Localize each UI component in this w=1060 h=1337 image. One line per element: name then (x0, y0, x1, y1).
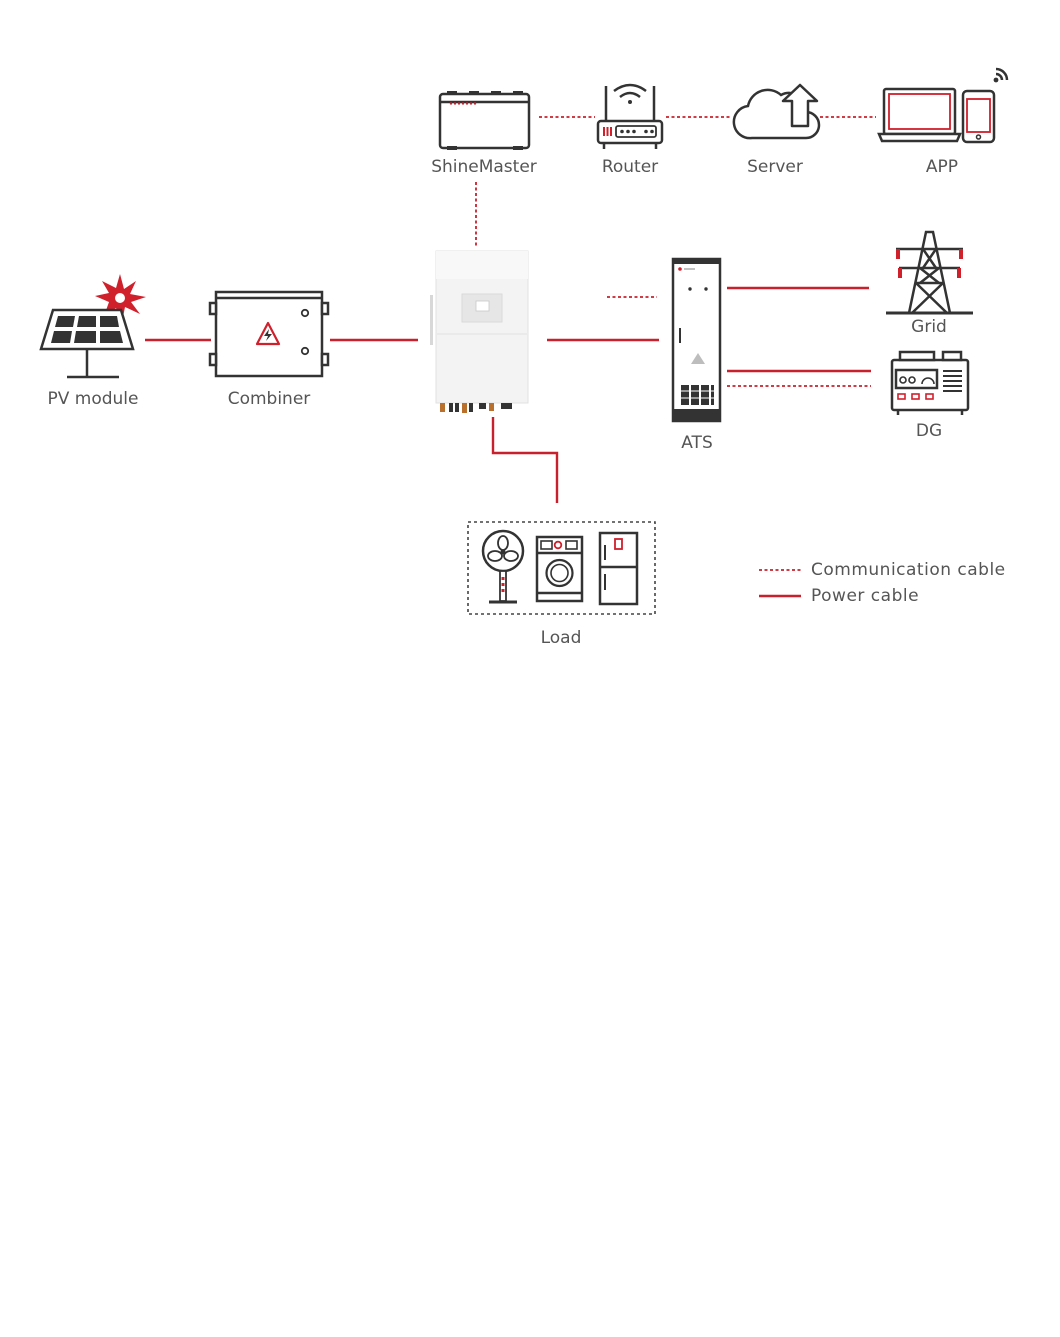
combiner-label: Combiner (228, 389, 311, 409)
legend-power-label: Power cable (811, 586, 919, 606)
generator-icon (890, 350, 970, 415)
phone-icon (961, 89, 996, 144)
dg-label: DG (916, 421, 942, 441)
grid-label: Grid (911, 317, 947, 337)
pv-module-label: PV module (48, 389, 139, 409)
wifi-signal-icon (993, 67, 1009, 83)
inverter-icon (430, 250, 529, 413)
washing-machine-icon (535, 535, 584, 603)
refrigerator-icon (598, 531, 639, 606)
load-group-box (467, 521, 656, 615)
power-tower-icon (886, 230, 973, 315)
legend-communication-label: Communication cable (811, 560, 1006, 580)
legend: Communication cable Power cable (759, 560, 1006, 606)
router-label: Router (602, 157, 658, 177)
combiner-box-icon (208, 290, 330, 378)
fan-icon (481, 529, 525, 604)
solar-panel-icon (39, 274, 146, 379)
ats-cabinet-icon (671, 257, 722, 423)
laptop-icon (877, 87, 962, 143)
server-label: Server (747, 157, 803, 177)
load-label: Load (541, 628, 582, 648)
shinemaster-icon (438, 91, 531, 150)
router-icon (596, 83, 664, 149)
ats-label: ATS (681, 433, 713, 453)
cloud-icon (732, 83, 821, 140)
shinemaster-label: ShineMaster (431, 157, 537, 177)
app-label: APP (926, 157, 958, 177)
power-cable-inverter-load (491, 417, 559, 503)
cables (145, 116, 876, 503)
